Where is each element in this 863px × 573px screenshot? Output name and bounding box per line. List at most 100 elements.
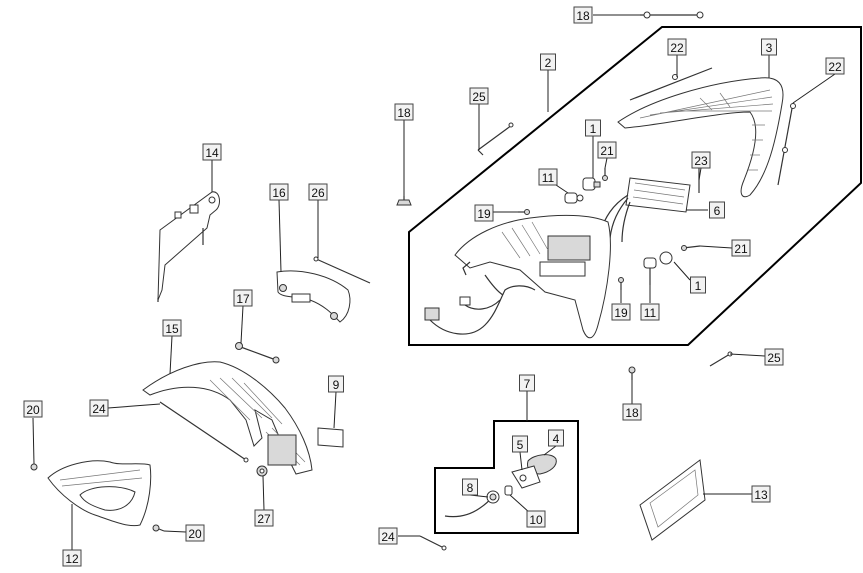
callout-c20-bottom: 20	[185, 524, 205, 542]
rod-25-right	[709, 351, 733, 367]
callout-c22-right: 22	[825, 57, 845, 75]
callout-number: 8	[467, 481, 474, 495]
callout-box	[691, 151, 711, 169]
callout-number: 3	[766, 41, 773, 55]
tail-light-group-frame	[408, 26, 862, 346]
bulb-socket-11-bottom	[643, 257, 657, 285]
license-light-group-frame	[434, 420, 579, 534]
bracket-plate-14	[157, 191, 220, 302]
leader-lines	[32, 14, 836, 550]
callout-c18-bottom: 18	[622, 403, 642, 421]
callout-number: 13	[754, 488, 768, 502]
bolt-17	[235, 342, 280, 364]
callout-number: 11	[542, 171, 555, 185]
callout-c5: 5	[512, 435, 528, 453]
callout-box	[62, 549, 82, 567]
callout-c2: 2	[540, 53, 556, 71]
callout-c16: 16	[269, 183, 289, 201]
callout-number: 4	[553, 432, 560, 446]
callout-box	[640, 303, 660, 321]
screw-19-bottom	[618, 277, 624, 290]
callout-c14: 14	[202, 143, 222, 161]
callout-box	[548, 429, 564, 447]
callout-number: 6	[714, 204, 721, 218]
callout-box	[538, 168, 558, 186]
callout-number: 26	[311, 186, 325, 200]
license-plate-holder-13	[639, 459, 706, 541]
callout-c1-top: 1	[585, 119, 601, 137]
callout-number: 20	[26, 403, 40, 417]
bezel-5	[511, 465, 541, 489]
callout-c4: 4	[548, 429, 564, 447]
callout-box	[308, 183, 328, 201]
callout-box	[573, 6, 593, 24]
bolt-18-top	[640, 11, 704, 19]
callout-number: 24	[381, 530, 395, 544]
callout-number: 1	[590, 122, 597, 136]
callout-box	[622, 403, 642, 421]
callout-c25-top: 25	[469, 87, 489, 105]
wiring-harness	[424, 274, 536, 335]
callout-box	[512, 435, 528, 453]
callout-number: 2	[545, 56, 552, 70]
rod-24-bottom	[419, 535, 447, 551]
callout-box	[526, 510, 546, 528]
callout-number: 18	[397, 106, 411, 120]
tail-lamp-6	[599, 177, 691, 243]
bolt-20-left	[30, 463, 38, 471]
callout-number: 11	[644, 306, 657, 320]
callout-c24-left: 24	[89, 399, 109, 417]
callout-c24-bottom: 24	[378, 527, 398, 545]
callout-number: 15	[165, 322, 179, 336]
callout-box	[825, 57, 845, 75]
callout-c6: 6	[709, 201, 725, 219]
callout-number: 24	[92, 402, 106, 416]
callout-c23: 23	[691, 151, 711, 169]
bulb-10	[504, 485, 513, 496]
callout-box	[667, 38, 687, 56]
rod-25-top	[477, 122, 514, 156]
callout-c10: 10	[526, 510, 546, 528]
callout-c18-left: 18	[394, 103, 414, 121]
callout-box	[23, 400, 43, 418]
callout-number: 22	[828, 60, 842, 74]
callout-box	[469, 87, 489, 105]
callout-number: 21	[600, 144, 614, 158]
under-tray-12	[47, 460, 152, 527]
tail-housing	[454, 214, 611, 339]
nut-27	[256, 465, 268, 477]
callout-c13: 13	[751, 485, 771, 503]
callout-box	[764, 348, 784, 366]
callout-number: 18	[576, 9, 590, 23]
bolt-18-left	[396, 196, 412, 206]
callout-box	[585, 119, 601, 137]
callout-c17: 17	[233, 289, 253, 307]
callout-box	[233, 289, 253, 307]
callout-number: 27	[257, 512, 271, 526]
callout-box	[89, 399, 109, 417]
callout-number: 7	[524, 377, 531, 391]
callout-number: 18	[625, 406, 639, 420]
callout-number: 20	[188, 527, 202, 541]
callout-box	[540, 53, 556, 71]
callout-number: 5	[517, 438, 524, 452]
callout-box	[254, 509, 274, 527]
callout-number: 21	[734, 242, 748, 256]
callout-c20-left: 20	[23, 400, 43, 418]
callout-box	[611, 303, 631, 321]
callout-c19-top: 19	[474, 204, 494, 222]
callout-box	[185, 524, 205, 542]
callout-c27: 27	[254, 509, 274, 527]
callout-c22-left: 22	[667, 38, 687, 56]
callout-box	[690, 276, 706, 294]
bulb-socket-11-top	[564, 192, 584, 204]
callout-box	[761, 38, 777, 56]
callout-number: 25	[472, 90, 486, 104]
callout-c1-right: 1	[690, 276, 706, 294]
callout-c26: 26	[308, 183, 328, 201]
bolt-18-bottom	[628, 366, 636, 380]
callout-c3: 3	[761, 38, 777, 56]
callout-box	[597, 141, 617, 159]
screw-19-top	[518, 209, 530, 215]
